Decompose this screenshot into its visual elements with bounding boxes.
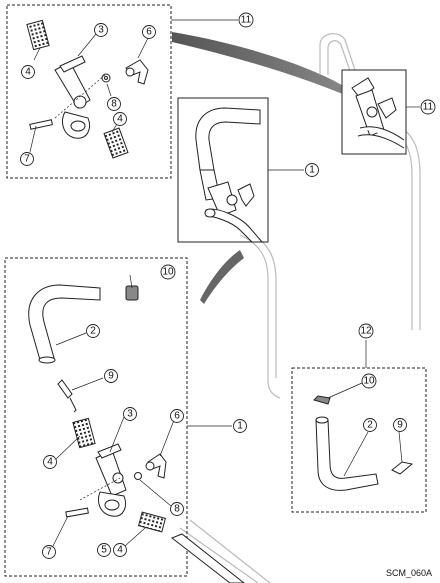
grip-pad-lower-a xyxy=(103,127,129,159)
callout-5: 5 xyxy=(97,543,111,557)
svg-text:1: 1 xyxy=(237,421,243,432)
svg-text:11: 11 xyxy=(241,15,252,26)
svg-text:8: 8 xyxy=(174,504,180,515)
callout-8-b: 8 xyxy=(170,502,184,516)
callout-12: 12 xyxy=(358,323,374,339)
pin-e xyxy=(391,461,414,475)
grip-pad-upper-a xyxy=(26,19,50,51)
svg-text:12: 12 xyxy=(360,326,372,337)
callout-3-a: 3 xyxy=(94,23,108,37)
svg-text:4: 4 xyxy=(117,545,123,556)
callout-4-b: 4 xyxy=(113,112,127,126)
svg-text:6: 6 xyxy=(174,411,180,422)
handle-assembly-d xyxy=(28,284,245,583)
callout-1-a: 1 xyxy=(305,163,319,177)
callout-6-a: 6 xyxy=(142,25,156,39)
handle-assembly-e xyxy=(313,395,414,491)
callout-6-b: 6 xyxy=(170,409,184,423)
callout-11-a: 11 xyxy=(238,12,254,28)
svg-text:5: 5 xyxy=(101,545,107,556)
svg-text:10: 10 xyxy=(162,267,174,278)
drawing-code: SCM_060A xyxy=(385,568,432,578)
callouts: 4 3 6 11 8 4 7 11 1 10 2 9 1 4 3 6 8 7 5… xyxy=(20,12,436,559)
callout-4-d: 4 xyxy=(113,543,127,557)
end-cap-d xyxy=(125,285,139,301)
callout-4-c: 4 xyxy=(43,455,57,469)
svg-text:8: 8 xyxy=(111,99,117,110)
callout-7-b: 7 xyxy=(42,545,56,559)
push-handle-tube-e xyxy=(315,419,379,491)
svg-text:3: 3 xyxy=(127,409,133,420)
clamp-assembly-c xyxy=(351,77,405,149)
bolt-a xyxy=(29,119,53,130)
svg-text:1: 1 xyxy=(309,165,315,176)
callout-2-a: 2 xyxy=(86,324,100,338)
svg-text:7: 7 xyxy=(24,154,30,165)
detail-box-d xyxy=(4,257,188,577)
callout-10-a: 10 xyxy=(160,264,176,280)
callout-10-b: 10 xyxy=(361,373,377,389)
detail-sweep-top xyxy=(172,32,352,98)
callout-2-b: 2 xyxy=(363,418,377,432)
clamp-assembly-a xyxy=(26,19,149,159)
callout-1-b: 1 xyxy=(233,419,247,433)
svg-text:10: 10 xyxy=(363,376,375,387)
push-handle-tube xyxy=(28,284,101,361)
grip-pad-upper-d xyxy=(72,417,96,449)
svg-text:4: 4 xyxy=(25,67,31,78)
pin-d xyxy=(57,379,73,399)
svg-text:6: 6 xyxy=(146,27,152,38)
grip-pad-lower-d xyxy=(137,511,167,533)
handle-assembly-b xyxy=(195,107,264,243)
callout-4-a: 4 xyxy=(21,65,35,79)
detail-box-a xyxy=(6,4,172,179)
callout-9-b: 9 xyxy=(393,418,407,432)
svg-text:3: 3 xyxy=(98,25,104,36)
svg-text:7: 7 xyxy=(46,547,52,558)
svg-text:2: 2 xyxy=(90,326,96,337)
svg-text:9: 9 xyxy=(397,420,403,431)
svg-text:9: 9 xyxy=(108,371,114,382)
svg-text:4: 4 xyxy=(117,114,123,125)
svg-text:11: 11 xyxy=(423,102,434,113)
callout-7-a: 7 xyxy=(20,152,34,166)
svg-text:2: 2 xyxy=(367,420,373,431)
detail-box-e xyxy=(291,367,427,513)
callout-9-a: 9 xyxy=(104,369,118,383)
callout-11-b: 11 xyxy=(420,99,436,115)
detail-sweep-mid xyxy=(200,250,244,304)
callout-8-a: 8 xyxy=(107,97,121,111)
svg-text:4: 4 xyxy=(47,457,53,468)
bolt-d xyxy=(65,507,89,518)
washer-d xyxy=(134,472,142,480)
callout-3-b: 3 xyxy=(123,407,137,421)
